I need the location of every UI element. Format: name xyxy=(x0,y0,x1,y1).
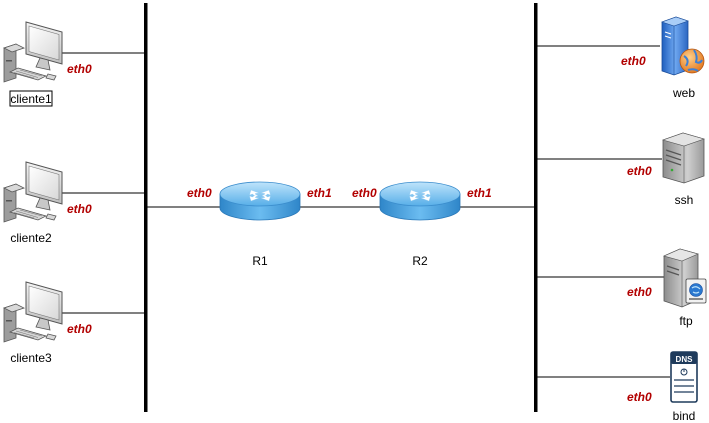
interface-label: eth0 xyxy=(67,322,92,336)
router-icon xyxy=(219,181,301,221)
selection-outline xyxy=(9,90,53,107)
server-label: ssh xyxy=(675,193,694,207)
router-r1[interactable]: R1 eth0 eth1 xyxy=(187,181,332,268)
router-r2[interactable]: R2 eth0 eth1 xyxy=(352,181,492,268)
server-web[interactable]: web eth0 xyxy=(621,16,705,100)
server-label: bind xyxy=(673,409,696,423)
interface-label: eth0 xyxy=(67,202,92,216)
web-server-icon xyxy=(661,16,705,76)
interface-label: eth0 xyxy=(627,164,652,178)
router-icon xyxy=(379,181,461,221)
interface-label-left: eth0 xyxy=(352,186,377,200)
client-label: cliente3 xyxy=(10,351,52,365)
router-label: R2 xyxy=(412,254,428,268)
right-network-bus xyxy=(534,3,538,412)
client-cliente1[interactable]: cliente1 eth0 xyxy=(3,21,92,107)
dns-server-icon: DNS xyxy=(670,351,698,403)
interface-label-right: eth1 xyxy=(307,186,332,200)
server-ftp[interactable]: ftp eth0 xyxy=(627,248,707,328)
interface-label-right: eth1 xyxy=(467,186,492,200)
file-server-icon xyxy=(663,248,707,308)
desktop-computer-icon xyxy=(3,281,63,343)
client-label: cliente1 xyxy=(10,92,52,106)
interface-label: eth0 xyxy=(627,285,652,299)
client-cliente3[interactable]: cliente3 eth0 xyxy=(3,281,92,365)
interface-label: eth0 xyxy=(67,62,92,76)
interface-label: eth0 xyxy=(621,54,646,68)
client-label: cliente2 xyxy=(10,231,52,245)
server-label: web xyxy=(672,86,695,100)
interface-label-left: eth0 xyxy=(187,186,212,200)
router-label: R1 xyxy=(252,254,268,268)
desktop-computer-icon xyxy=(3,161,63,223)
server-tower-icon xyxy=(662,132,705,184)
dns-badge: DNS xyxy=(676,355,694,364)
server-bind[interactable]: DNS bind eth0 xyxy=(627,351,698,423)
server-ssh[interactable]: ssh eth0 xyxy=(627,132,705,207)
desktop-computer-icon xyxy=(3,21,63,83)
interface-label: eth0 xyxy=(627,390,652,404)
client-cliente2[interactable]: cliente2 eth0 xyxy=(3,161,92,245)
left-network-bus xyxy=(144,3,148,412)
server-label: ftp xyxy=(679,314,693,328)
